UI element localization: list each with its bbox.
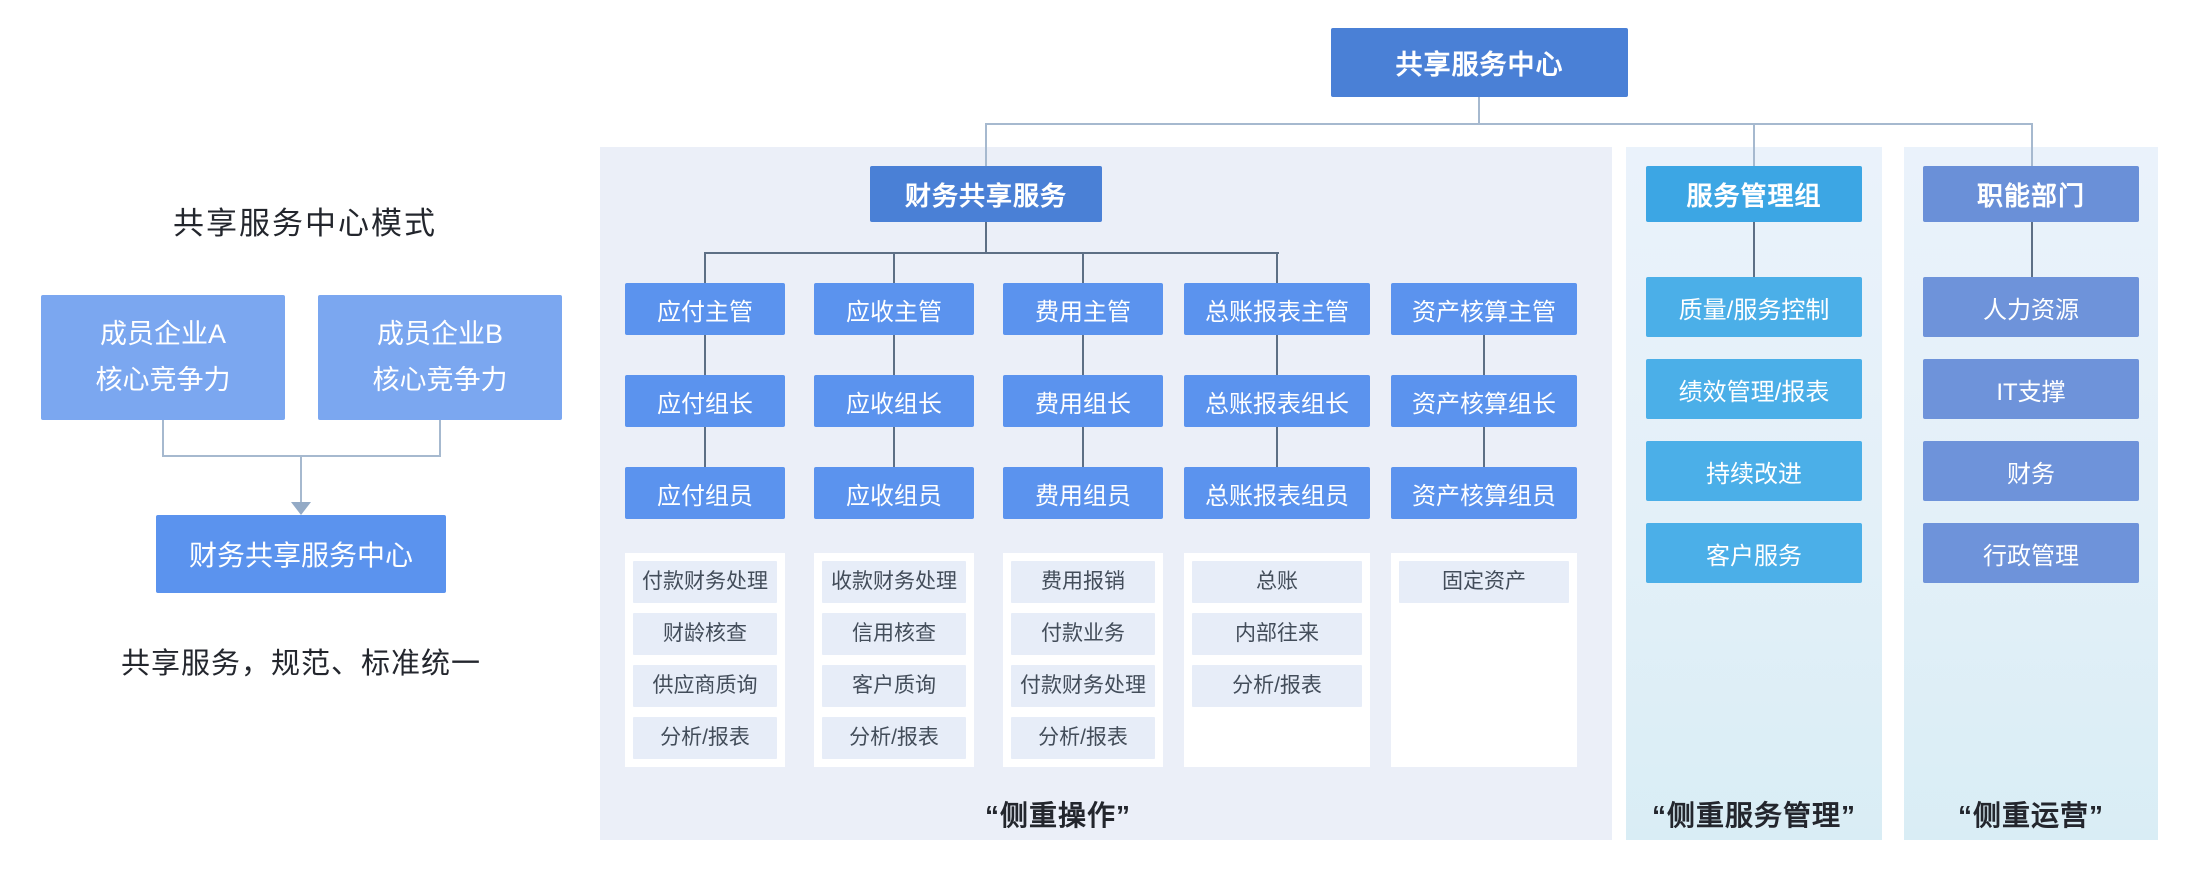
connector-line [439,420,441,457]
manager-box: 资产核算主管 [1391,283,1577,335]
service-item-quality-control: 质量/服务控制 [1646,277,1862,337]
connector-line [2031,123,2033,166]
task-list: 总账 内部往来 分析/报表 [1184,553,1370,767]
function-item-it-support: IT支撑 [1923,359,2139,419]
connector-line [1276,252,1278,283]
connector-line [300,457,302,503]
connector-line [893,252,895,283]
leader-box: 资产核算组长 [1391,375,1577,427]
finance-column-receivable: 应收主管 应收组长 应收组员 收款财务处理 信用核查 客户质询 分析/报表 [814,283,974,767]
manager-box: 总账报表主管 [1184,283,1370,335]
finance-column-asset-accounting: 资产核算主管 资产核算组长 资产核算组员 固定资产 [1391,283,1577,767]
manager-box: 应付主管 [625,283,785,335]
task-chip: 付款业务 [1011,613,1155,655]
connector-line [1483,335,1485,375]
left-section-title: 共享服务中心模式 [173,206,437,241]
service-panel-footer: “侧重服务管理” [1651,800,1856,831]
finance-panel-header: 财务共享服务 [870,166,1102,222]
service-item-performance-report: 绩效管理/报表 [1646,359,1862,419]
task-chip: 供应商质询 [633,665,777,707]
connector-line [2031,222,2033,277]
leader-box: 总账报表组长 [1184,375,1370,427]
function-panel-header: 职能部门 [1923,166,2139,222]
connector-line [985,123,987,166]
service-item-customer-service: 客户服务 [1646,523,1862,583]
task-list: 付款财务处理 财龄核查 供应商质询 分析/报表 [625,553,785,767]
connector-line [1478,97,1480,123]
task-chip: 信用核查 [822,613,966,655]
finance-column-payable: 应付主管 应付组长 应付组员 付款财务处理 财龄核查 供应商质询 分析/报表 [625,283,785,767]
task-list: 收款财务处理 信用核查 客户质询 分析/报表 [814,553,974,767]
connector-line [704,427,706,467]
task-chip: 分析/报表 [633,717,777,759]
connector-line [893,427,895,467]
task-chip: 分析/报表 [1011,717,1155,759]
connector-line [704,252,1279,254]
manager-box: 费用主管 [1003,283,1163,335]
service-panel-header: 服务管理组 [1646,166,1862,222]
task-list: 固定资产 [1391,553,1577,767]
connector-line [1753,222,1755,277]
connector-line [1753,123,1755,166]
member-company-b-line2: 核心竞争力 [372,364,508,395]
root-node-shared-service-center: 共享服务中心 [1331,28,1628,97]
member-company-a-line2: 核心竞争力 [95,364,231,395]
connector-line [704,252,706,283]
connector-line [162,455,441,457]
task-chip: 分析/报表 [1192,665,1362,707]
manager-box: 应收主管 [814,283,974,335]
task-chip: 分析/报表 [822,717,966,759]
member-company-b-box: 成员企业B 核心竞争力 [318,295,562,420]
function-item-finance: 财务 [1923,441,2139,501]
task-chip: 费用报销 [1011,561,1155,603]
task-chip: 固定资产 [1399,561,1569,603]
task-chip: 总账 [1192,561,1362,603]
function-item-administration: 行政管理 [1923,523,2139,583]
member-company-a-line1: 成员企业A [99,318,226,349]
connector-line [1276,335,1278,375]
connector-line [1483,427,1485,467]
connector-line [1082,427,1084,467]
finance-panel-footer: “侧重操作” [984,800,1131,831]
member-company-a-box: 成员企业A 核心竞争力 [41,295,285,420]
member-company-b-line1: 成员企业B [376,318,503,349]
service-item-continuous-improvement: 持续改进 [1646,441,1862,501]
connector-line [985,222,987,252]
leader-box: 应付组长 [625,375,785,427]
member-box: 总账报表组员 [1184,467,1370,519]
connector-line [893,335,895,375]
member-box: 费用组员 [1003,467,1163,519]
task-chip: 客户质询 [822,665,966,707]
finance-shared-service-center-box: 财务共享服务中心 [156,515,446,593]
function-item-human-resources: 人力资源 [1923,277,2139,337]
connector-line [1276,427,1278,467]
task-chip: 付款财务处理 [633,561,777,603]
task-chip: 收款财务处理 [822,561,966,603]
member-box: 应付组员 [625,467,785,519]
left-section-caption: 共享服务，规范、标准统一 [120,648,481,680]
function-panel-footer: “侧重运营” [1957,800,2104,831]
connector-line [162,420,164,457]
connector-line [985,123,2033,125]
arrow-down-icon [291,502,311,515]
task-chip: 付款财务处理 [1011,665,1155,707]
task-chip: 内部往来 [1192,613,1362,655]
finance-column-expense: 费用主管 费用组长 费用组员 费用报销 付款业务 付款财务处理 分析/报表 [1003,283,1163,767]
task-chip: 财龄核查 [633,613,777,655]
member-box: 应收组员 [814,467,974,519]
member-box: 资产核算组员 [1391,467,1577,519]
task-list: 费用报销 付款业务 付款财务处理 分析/报表 [1003,553,1163,767]
leader-box: 应收组长 [814,375,974,427]
finance-column-general-ledger: 总账报表主管 总账报表组长 总账报表组员 总账 内部往来 分析/报表 [1184,283,1370,767]
connector-line [704,335,706,375]
connector-line [1082,252,1084,283]
connector-line [1082,335,1084,375]
leader-box: 费用组长 [1003,375,1163,427]
